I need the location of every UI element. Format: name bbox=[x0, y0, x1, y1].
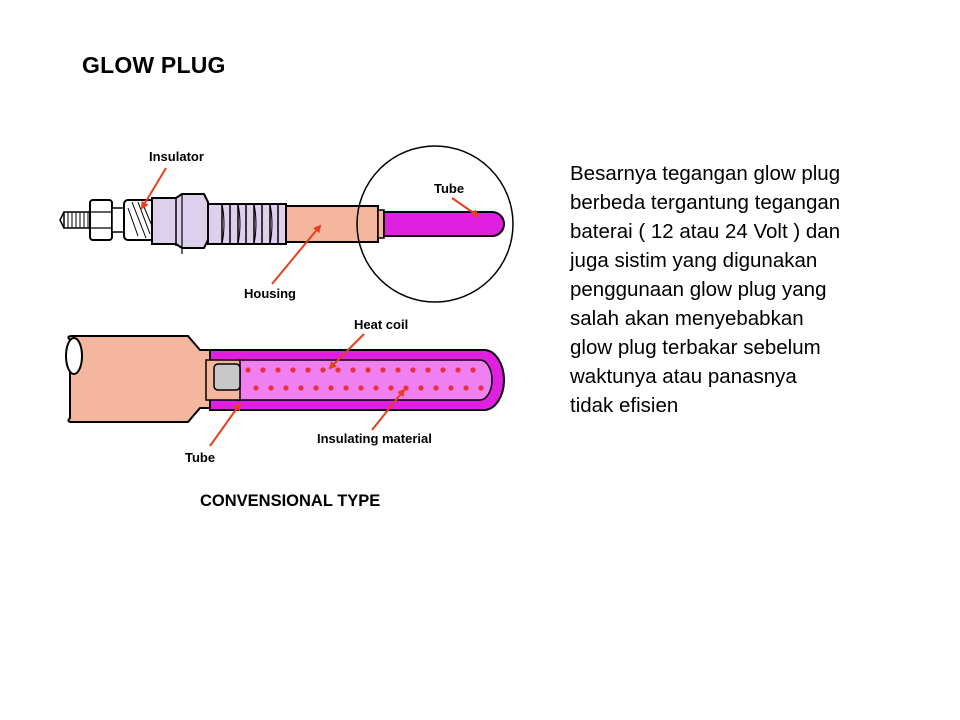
section-housing bbox=[67, 335, 215, 423]
description-line: salah akan menyebabkan bbox=[570, 307, 804, 330]
coil-dot bbox=[455, 367, 461, 373]
detail-circle bbox=[356, 145, 514, 303]
label-tube-top: Tube bbox=[434, 181, 464, 196]
coil-dot bbox=[260, 367, 266, 373]
glow-plug-cross-section bbox=[65, 335, 505, 423]
electrode-end bbox=[213, 363, 241, 391]
heat-coil bbox=[245, 367, 484, 391]
description-line: juga sistim yang digunakan bbox=[570, 249, 818, 272]
label-housing: Housing bbox=[244, 286, 296, 301]
arrow-insulator bbox=[140, 167, 167, 210]
description-line: penggunaan glow plug yang bbox=[570, 278, 827, 301]
diagram-caption: CONVENSIONAL TYPE bbox=[200, 492, 380, 510]
coil-dot bbox=[275, 367, 281, 373]
coil-dot bbox=[403, 385, 409, 391]
coil-dot bbox=[358, 385, 364, 391]
label-insulating-material: Insulating material bbox=[317, 431, 432, 446]
glow-plug-exterior bbox=[59, 145, 514, 303]
terminal-nut bbox=[89, 199, 113, 241]
coil-dot bbox=[350, 367, 356, 373]
arrow-tube-top bbox=[451, 197, 480, 218]
arrow-heat-coil bbox=[328, 333, 365, 370]
coil-dot bbox=[290, 367, 296, 373]
thread-section bbox=[207, 203, 287, 245]
description-line: berbeda tergantung tegangan bbox=[570, 191, 841, 214]
label-tube-bottom: Tube bbox=[185, 450, 215, 465]
coil-dot bbox=[470, 367, 476, 373]
coil-dot bbox=[373, 385, 379, 391]
description-line: baterai ( 12 atau 24 Volt ) dan bbox=[570, 220, 841, 243]
coil-dot bbox=[343, 385, 349, 391]
description-line: glow plug terbakar sebelum bbox=[570, 336, 821, 359]
description-line: tidak efisien bbox=[570, 394, 679, 417]
coil-dot bbox=[380, 367, 386, 373]
coil-dot bbox=[395, 367, 401, 373]
insulating-material bbox=[237, 359, 493, 401]
housing bbox=[285, 205, 379, 243]
arrow-housing bbox=[271, 224, 322, 285]
coil-dot bbox=[388, 385, 394, 391]
terminal-stud bbox=[59, 211, 95, 229]
description-line: waktunya atau panasnya bbox=[570, 365, 797, 388]
label-heat-coil: Heat coil bbox=[354, 317, 408, 332]
coil-dot bbox=[440, 367, 446, 373]
coil-dot bbox=[320, 367, 326, 373]
coil-dot bbox=[463, 385, 469, 391]
hex-body bbox=[151, 193, 209, 254]
coil-dot bbox=[365, 367, 371, 373]
coil-dot bbox=[253, 385, 259, 391]
coil-dot bbox=[425, 367, 431, 373]
description-text: Besarnya tegangan glow plug berbeda terga… bbox=[570, 159, 920, 420]
arrow-tube-bottom bbox=[209, 402, 242, 447]
coil-dot bbox=[328, 385, 334, 391]
description-line: Besarnya tegangan glow plug bbox=[570, 162, 841, 185]
coil-dot bbox=[298, 385, 304, 391]
coil-dot bbox=[410, 367, 416, 373]
label-insulator: Insulator bbox=[149, 149, 204, 164]
coil-dot bbox=[313, 385, 319, 391]
coil-dot bbox=[433, 385, 439, 391]
coil-dot bbox=[245, 367, 251, 373]
coil-dot bbox=[335, 367, 341, 373]
coil-dot bbox=[305, 367, 311, 373]
insulator bbox=[123, 199, 155, 241]
coil-dot bbox=[283, 385, 289, 391]
coil-dot bbox=[448, 385, 454, 391]
coil-dot bbox=[418, 385, 424, 391]
glow-plug-diagram: Insulator Tube Housing Heat coil Insulat… bbox=[59, 145, 514, 510]
coil-dot bbox=[478, 385, 484, 391]
page-title: GLOW PLUG bbox=[82, 52, 226, 78]
arrow-insulating-material bbox=[371, 388, 406, 431]
coil-dot bbox=[268, 385, 274, 391]
heater-tube bbox=[383, 211, 505, 237]
